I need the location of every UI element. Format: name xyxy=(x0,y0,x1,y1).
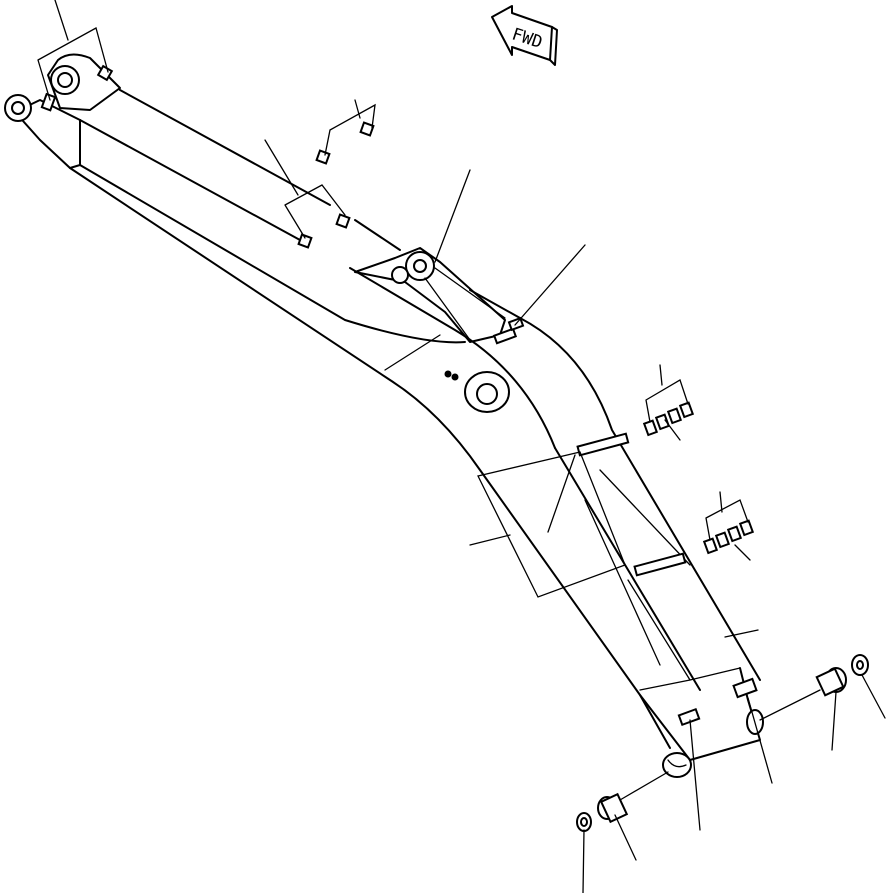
arm-tip xyxy=(640,668,763,777)
leader-fitting-b xyxy=(265,140,345,238)
leader-bracket xyxy=(435,170,470,262)
explode-line-right xyxy=(760,690,820,720)
seal-left-hole xyxy=(581,818,587,826)
fitting-c1 xyxy=(494,329,516,343)
leader-cap-upper xyxy=(646,365,688,440)
side-boss-bolt-1 xyxy=(445,371,451,377)
fitting-a1 xyxy=(317,151,330,164)
bracket-web xyxy=(425,268,505,340)
explode-line-left xyxy=(620,772,668,800)
arm-foot xyxy=(5,54,120,168)
leader-bushing-left xyxy=(615,815,636,860)
exploded-parts xyxy=(577,655,868,831)
arm-top-edge-outer xyxy=(470,290,760,680)
fitting-a2 xyxy=(361,123,374,136)
cap-l4 xyxy=(740,521,753,535)
decal-stripes xyxy=(578,434,686,576)
arm-face-seam xyxy=(80,120,465,342)
leader-cap-lower xyxy=(706,492,750,560)
side-boss-inner xyxy=(477,384,497,404)
grease-fittings-upper xyxy=(299,123,523,344)
leader-right-edge xyxy=(725,630,758,637)
tip-pin-boss xyxy=(663,753,691,777)
panel-seam-3 xyxy=(600,470,690,565)
panel-seam-4 xyxy=(585,500,660,665)
forward-arrow-side xyxy=(550,27,557,65)
arm-top-face-edge xyxy=(80,120,300,240)
bracket-pin-small xyxy=(392,267,408,283)
bracket-pin-hole xyxy=(414,260,426,272)
cap-l3 xyxy=(728,527,741,541)
stripe-decal-lower xyxy=(635,554,686,576)
foot-plate xyxy=(15,100,80,168)
leader-tip-fitting xyxy=(690,720,700,830)
panel-seam-6 xyxy=(628,580,690,680)
seal-right-hole xyxy=(857,661,863,669)
cap-l1 xyxy=(704,539,717,553)
side-boss-bolt-2 xyxy=(452,374,458,380)
arm-side-boss xyxy=(445,371,509,412)
leader-foot xyxy=(38,0,108,100)
bushing-right-body xyxy=(817,669,844,696)
cap-u3 xyxy=(668,409,681,423)
arm-bottom-edge xyxy=(70,168,670,748)
leader-bushing-right xyxy=(832,692,836,750)
arm-top-face-edge-2 xyxy=(350,268,555,448)
arm-body xyxy=(70,90,760,748)
fitting-b1 xyxy=(299,235,312,248)
foot-pin-hole-upper xyxy=(58,73,72,87)
panel-seam-2 xyxy=(548,455,575,532)
cap-u4 xyxy=(680,403,693,417)
leader-fitting-c xyxy=(515,245,585,325)
leader-lines xyxy=(38,0,885,893)
cap-u2 xyxy=(656,415,669,429)
leader-fitting-a xyxy=(325,100,375,155)
arm-top-edge xyxy=(120,90,330,205)
bracket-plate xyxy=(355,248,505,342)
cylinder-bracket xyxy=(355,248,505,342)
cap-group-lower xyxy=(704,521,753,553)
foot-bracket xyxy=(48,54,120,110)
fitting-b2 xyxy=(337,215,350,228)
tip-pin-inner xyxy=(668,760,686,767)
leader-decal xyxy=(470,452,625,597)
arm-side-face-edge xyxy=(555,448,700,690)
tip-fitting-1 xyxy=(679,709,699,725)
foot-fitting-2 xyxy=(42,94,55,110)
cap-group-upper xyxy=(644,403,693,435)
arm-top-edge-mid xyxy=(355,220,400,250)
leader-seal-left xyxy=(583,830,584,893)
panel-seam-1 xyxy=(385,335,440,370)
cap-l2 xyxy=(716,533,729,547)
cap-u1 xyxy=(644,421,657,435)
stripe-decal-upper xyxy=(578,434,629,456)
leader-seal-right xyxy=(862,675,885,718)
leader-tip-fitting-2 xyxy=(748,698,772,783)
tip-fitting-2 xyxy=(734,679,757,697)
foot-pin-hole-lower xyxy=(12,102,24,114)
fwd-direction-marker: FWD xyxy=(492,6,557,65)
forward-arrow-icon xyxy=(492,6,552,60)
bushing-left-body xyxy=(601,794,627,822)
